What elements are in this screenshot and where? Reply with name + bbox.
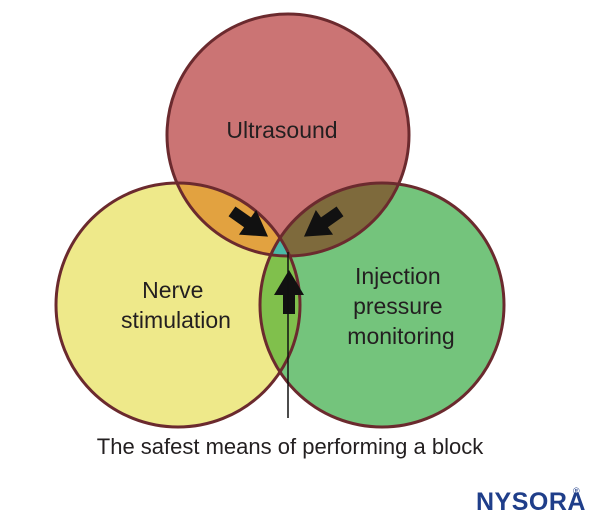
overlap-ultrasound-injection bbox=[260, 183, 409, 256]
nerve-stimulation-line-1: Nerve bbox=[142, 277, 203, 303]
injection-pressure-outline bbox=[258, 181, 506, 429]
injection-pressure-line-2: pressure bbox=[353, 293, 442, 319]
arrow-from-right-icon bbox=[303, 206, 344, 237]
caption: The safest means of performing a block bbox=[97, 434, 484, 459]
nerve-stimulation-line-2: stimulation bbox=[121, 307, 231, 333]
logo-registered-mark: ® bbox=[573, 486, 580, 496]
ultrasound-label: Ultrasound bbox=[226, 117, 337, 143]
nerve-stimulation-label: Nerve stimulation bbox=[121, 277, 231, 333]
injection-pressure-label: Injection pressure monitoring bbox=[347, 263, 454, 349]
nerve-stimulation-outline bbox=[54, 181, 302, 429]
arrow-from-bottom-icon bbox=[274, 270, 304, 314]
nysora-logo: NYSORA ® bbox=[476, 486, 586, 516]
injection-pressure-line-1: Injection bbox=[355, 263, 441, 289]
injection-pressure-line-3: monitoring bbox=[347, 323, 454, 349]
arrow-from-left-icon bbox=[228, 206, 269, 237]
logo-text-left: NYSO bbox=[476, 488, 549, 516]
logo-text-right: A bbox=[567, 488, 586, 516]
logo-text: NYSORA bbox=[476, 488, 586, 516]
logo-r-mark: R bbox=[549, 488, 568, 516]
